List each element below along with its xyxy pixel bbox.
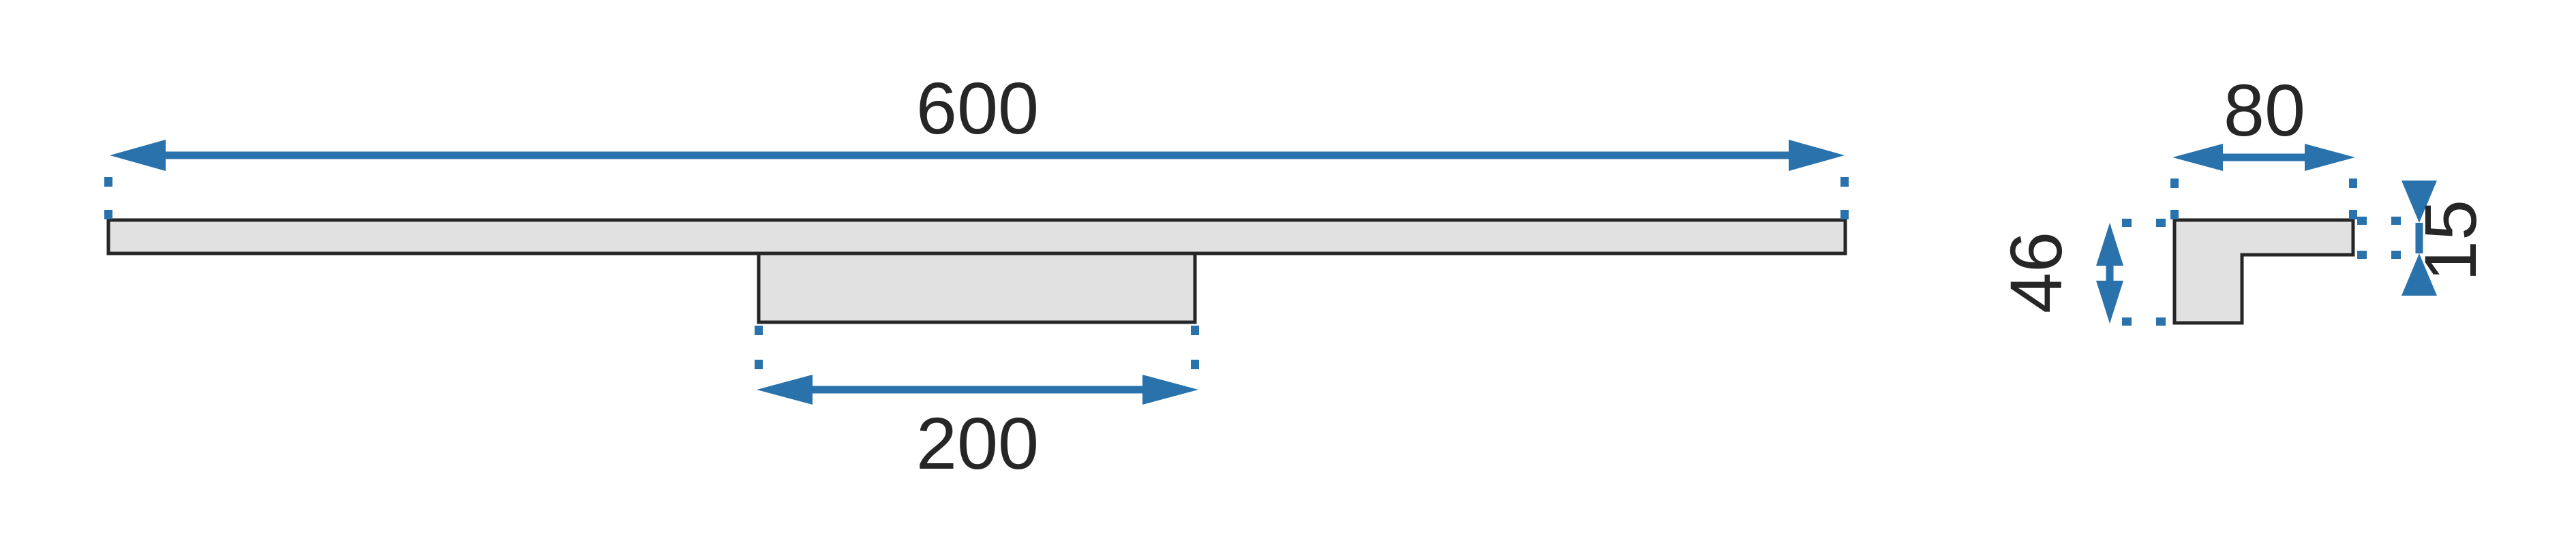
ext-tick-right-upper xyxy=(1840,177,1849,187)
ext-tick-left-lower xyxy=(104,210,112,219)
side-l-profile xyxy=(2172,218,2355,325)
arrowhead-600-left xyxy=(110,140,166,171)
ext-tick-depth-right-lower xyxy=(2349,210,2357,219)
ext-tick-right-lower xyxy=(1840,210,1849,219)
arrowhead-15-top xyxy=(2401,181,2437,223)
side-view: 80 46 xyxy=(1995,69,2491,326)
arrowhead-46-bottom xyxy=(2096,281,2123,324)
ext-tick-height-bottom-left xyxy=(2122,317,2132,326)
dimension-overall-width: 600 xyxy=(104,67,1849,219)
dim-label-600: 600 xyxy=(916,67,1039,149)
dimension-thickness: 15 xyxy=(2357,181,2491,296)
dim-label-80: 80 xyxy=(2224,69,2305,151)
dimension-mount-width: 200 xyxy=(755,326,1199,484)
ext-tick-block-left-lower xyxy=(755,360,763,369)
dim-label-200: 200 xyxy=(916,402,1039,484)
ext-tick-thk-left-top xyxy=(2357,217,2367,225)
arrowhead-200-right xyxy=(1142,375,1198,405)
ext-tick-thk-right-bottom xyxy=(2391,251,2401,259)
ext-tick-depth-left-upper xyxy=(2170,178,2179,188)
arrowhead-80-right xyxy=(2305,144,2355,171)
arrowhead-200-left xyxy=(757,375,813,405)
dim-label-15: 15 xyxy=(2409,200,2491,281)
arrowhead-46-top xyxy=(2096,223,2123,266)
front-view: 600 200 xyxy=(104,67,1849,484)
dimension-height: 46 xyxy=(1995,219,2166,326)
ext-tick-left-upper xyxy=(104,177,112,187)
arrowhead-15-bottom xyxy=(2401,253,2437,296)
dimension-depth: 80 xyxy=(2170,69,2357,219)
front-centre-block xyxy=(757,251,1197,324)
arrowhead-600-right xyxy=(1789,140,1845,171)
arrowhead-80-left xyxy=(2172,144,2223,171)
ext-tick-thk-right-top xyxy=(2391,217,2401,225)
ext-tick-depth-right-upper xyxy=(2349,178,2357,188)
front-main-bar xyxy=(106,218,1847,255)
ext-tick-height-bottom-right xyxy=(2156,317,2166,326)
ext-tick-block-right-upper xyxy=(1191,326,1199,335)
ext-tick-height-top-right xyxy=(2156,219,2166,227)
ext-tick-block-left-upper xyxy=(755,326,763,335)
ext-tick-depth-left-lower xyxy=(2170,210,2179,219)
ext-tick-block-right-lower xyxy=(1191,360,1199,369)
ext-tick-thk-left-bottom xyxy=(2357,251,2367,259)
ext-tick-height-top-left xyxy=(2122,219,2132,227)
dim-label-46: 46 xyxy=(1995,232,2077,313)
